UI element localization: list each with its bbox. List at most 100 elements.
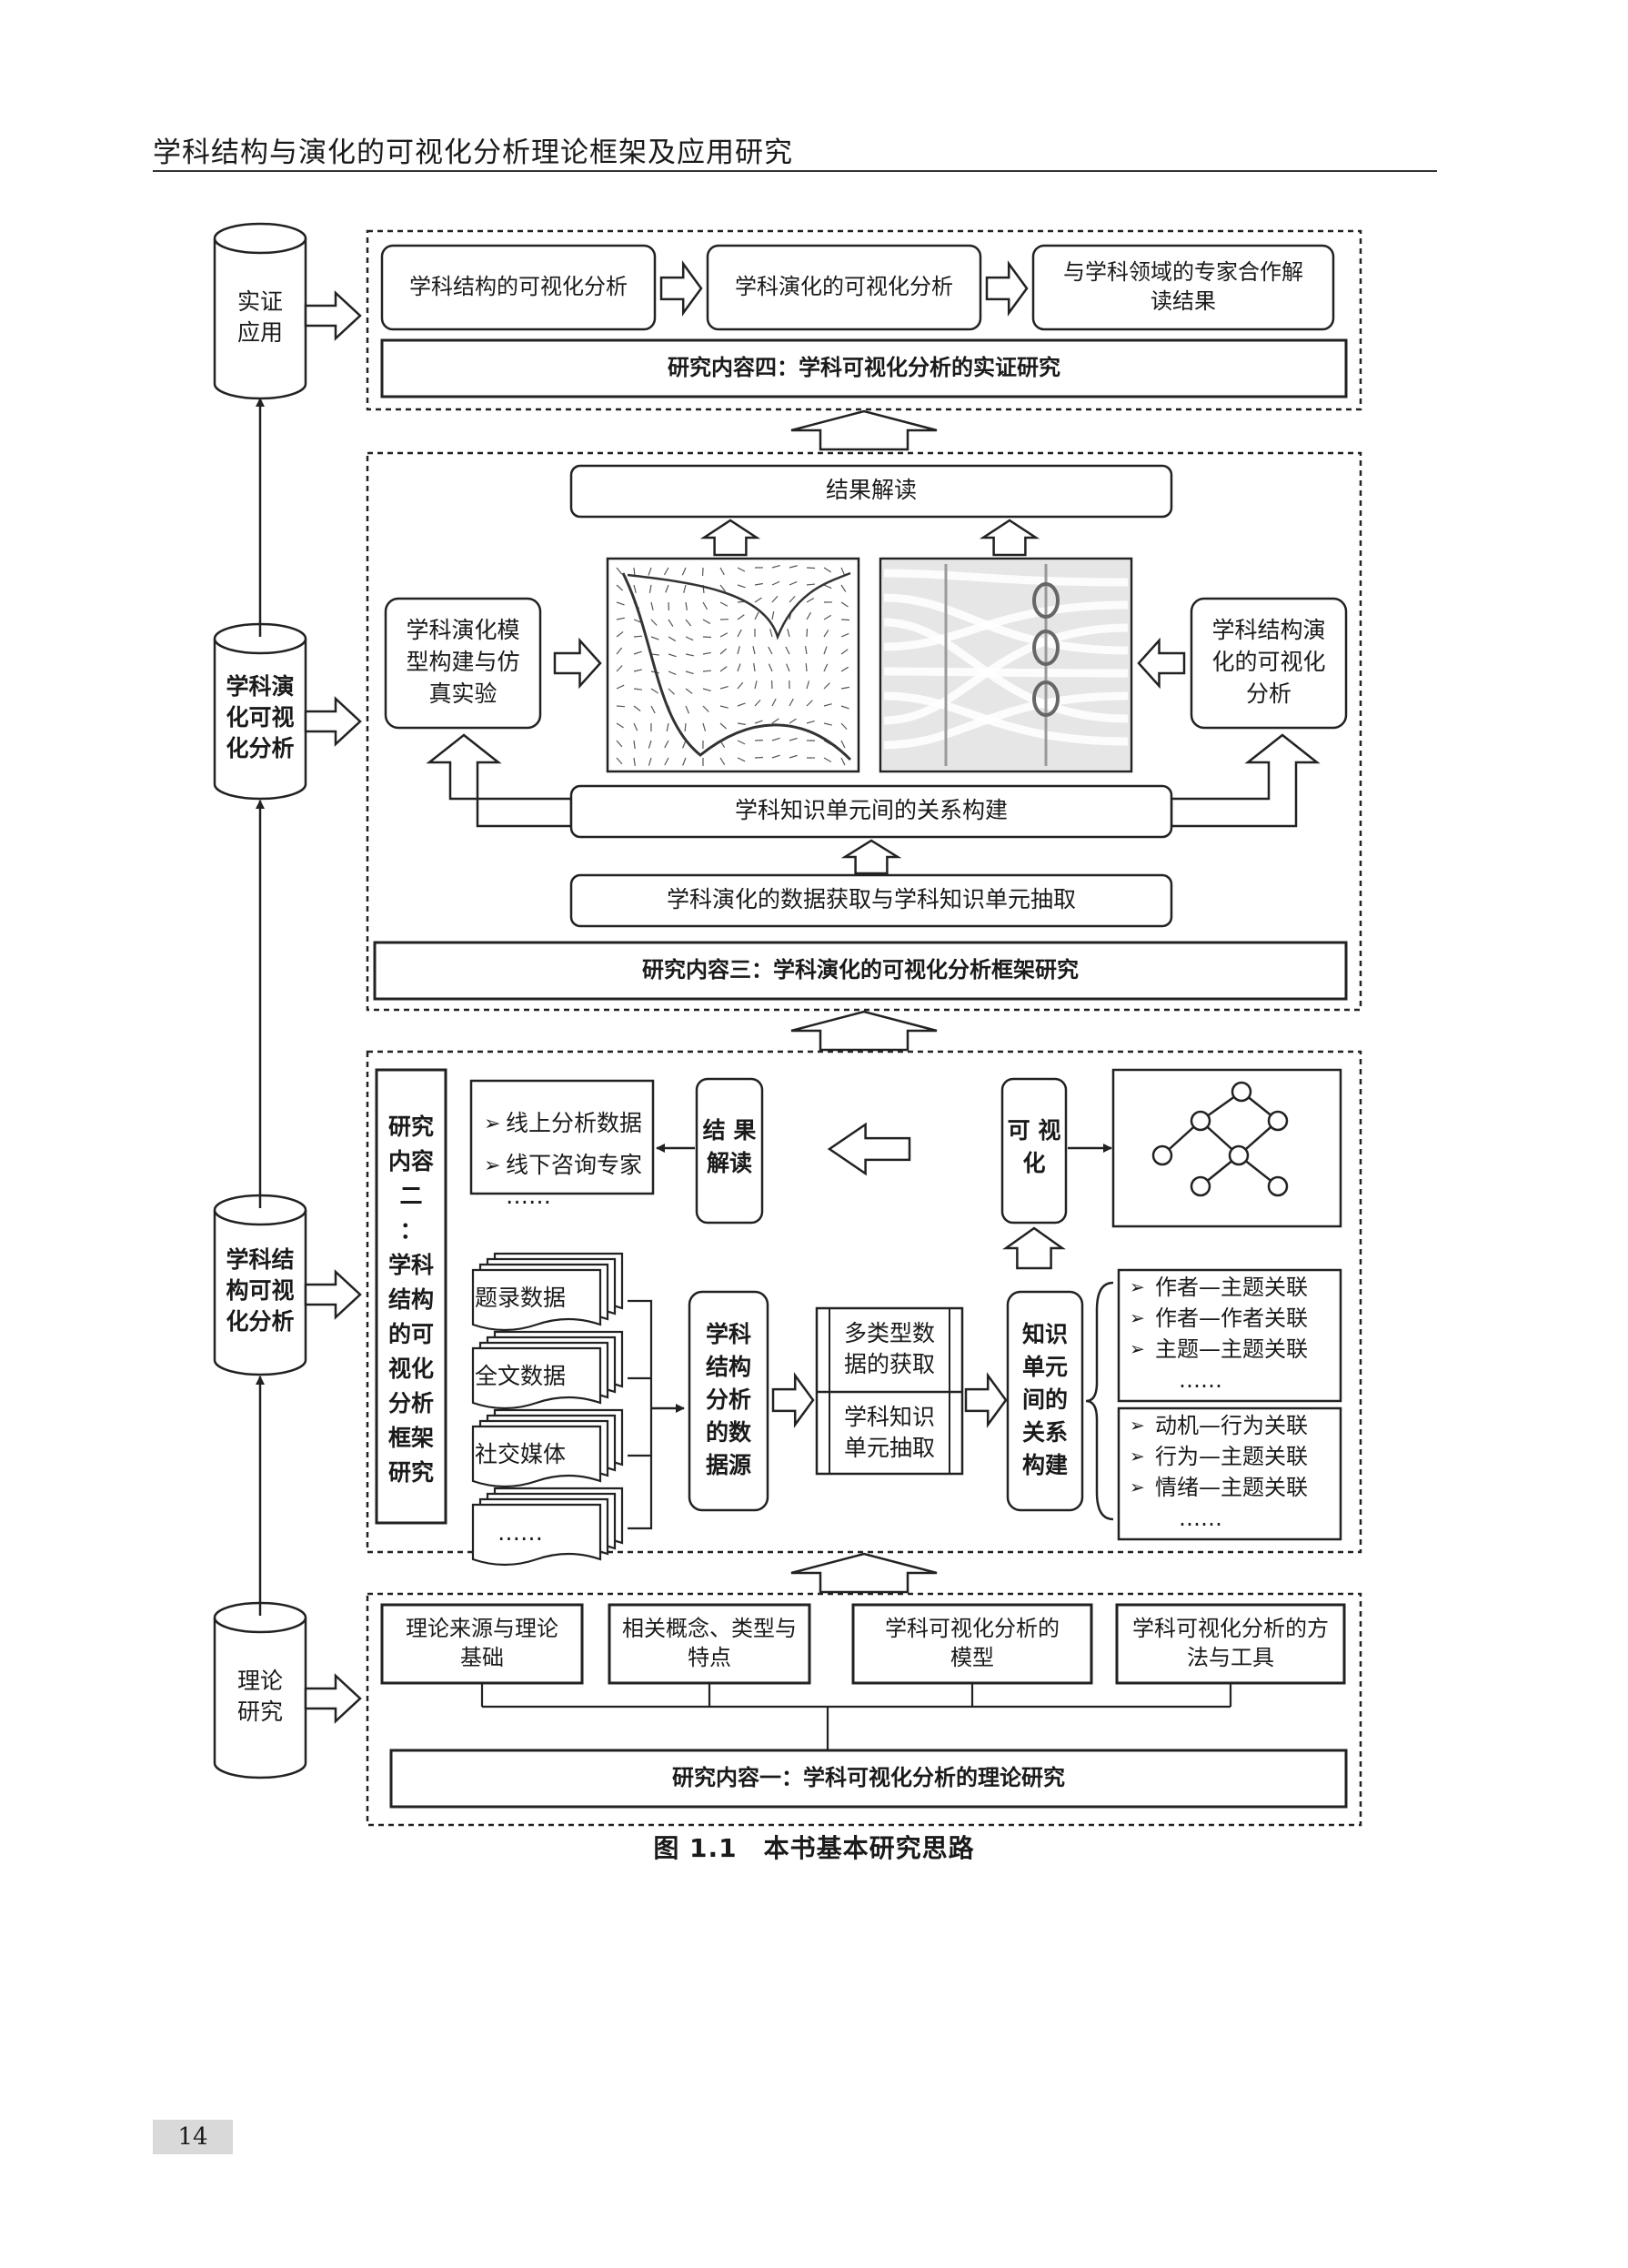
section3-side-label: 学科结构演 — [1211, 617, 1325, 643]
vector-field-mark — [668, 688, 675, 695]
vector-field-mark — [789, 698, 794, 707]
cylinder-label: 学科结 — [226, 1246, 294, 1273]
section2-source-label: 分析 — [706, 1386, 751, 1413]
vector-field-mark — [754, 611, 759, 620]
vector-field-mark — [633, 688, 642, 690]
relation-item: 主题—主题关联 — [1155, 1336, 1308, 1362]
vector-field-mark — [685, 688, 693, 694]
vector-field-mark — [789, 565, 798, 569]
section4-step — [706, 244, 982, 331]
section3-result-box — [569, 464, 1173, 519]
vector-field-mark — [840, 649, 849, 655]
vector-field-mark — [823, 703, 832, 707]
relation-item: …… — [1179, 1367, 1222, 1393]
vector-field-mark — [684, 722, 687, 732]
vector-field-mark — [753, 663, 756, 672]
vector-field-mark — [702, 601, 708, 610]
vector-field-mark — [771, 754, 780, 759]
vector-field-mark — [719, 648, 728, 655]
vector-field-mark — [719, 722, 728, 730]
section4-arrow — [659, 260, 703, 317]
section1-item-label: 相关概念、类型与 — [622, 1616, 797, 1641]
vector-field-mark — [737, 722, 746, 725]
vector-field-mark — [616, 584, 624, 591]
tree-graph-panel — [1111, 1068, 1342, 1228]
vector-field-mark — [702, 670, 712, 672]
section2-side-title: ： — [399, 1217, 422, 1244]
vector-field-mark — [719, 601, 729, 607]
vector-field-mark — [840, 666, 849, 672]
bullet-arrow-icon: ➢ — [1130, 1415, 1145, 1436]
section3-arrow — [553, 637, 602, 690]
vector-field-mark — [840, 686, 849, 690]
vector-field-mark — [719, 632, 729, 638]
section2-side-title: 的可 — [388, 1321, 434, 1347]
vector-field-mark — [702, 651, 711, 655]
vector-field-mark — [633, 757, 636, 766]
bullet-arrow-icon: ➢ — [484, 1154, 500, 1177]
vector-field-mark — [823, 614, 832, 620]
vector-field-mark — [633, 722, 638, 731]
relation-item: 情绪—主题关联 — [1155, 1475, 1308, 1500]
vector-field-mark — [806, 700, 813, 707]
vector-field-mark — [682, 757, 687, 766]
vector-field-mark — [806, 598, 815, 603]
cylinder-label: 理论 — [237, 1668, 283, 1694]
section2-vis-label: 可 视 — [1008, 1117, 1061, 1144]
relation-item: …… — [1179, 1506, 1222, 1531]
section2-extract-label: 学科知识 — [844, 1404, 935, 1430]
tree-graph-node — [1267, 1175, 1289, 1197]
vector-field-mark — [702, 722, 707, 731]
vector-field-mark — [752, 646, 756, 655]
section2-side-title: 研究 — [388, 1459, 434, 1486]
vector-field-mark — [737, 567, 746, 572]
vector-field-mark — [685, 601, 688, 610]
section3-title-bar — [373, 941, 1348, 1001]
vector-field-mark — [804, 646, 808, 655]
vector-field-mark — [668, 636, 677, 642]
vector-field-mark — [650, 619, 658, 626]
section3-side-label: 分析 — [1246, 680, 1291, 707]
relations-box-a — [1117, 1268, 1342, 1403]
tree-graph-node — [1267, 1110, 1289, 1132]
running-head: 学科结构与演化的可视化分析理论框架及应用研究 — [153, 136, 793, 169]
source-label: …… — [497, 1519, 543, 1546]
stream-graph-flow — [883, 667, 1129, 678]
vector-field-mark — [805, 662, 808, 672]
relation-item: 行为—主题关联 — [1155, 1444, 1308, 1469]
vector-field-mark — [719, 567, 725, 576]
bullet-arrow-icon: ➢ — [1130, 1446, 1145, 1467]
section2-side-title: 框架 — [388, 1425, 434, 1451]
vector-field-mark — [633, 635, 643, 638]
source-doc-stack-sheet — [471, 1503, 602, 1567]
section3-side-box — [384, 597, 542, 730]
vector-field-mark — [685, 705, 690, 714]
section1-item-label: 理论来源与理论 — [406, 1616, 558, 1641]
vector-field-mark — [633, 650, 642, 655]
section2-side-title: 内容 — [388, 1148, 434, 1174]
vector-field-mark — [702, 705, 709, 712]
section1-item-label: 基础 — [460, 1645, 504, 1670]
source-label: 全文数据 — [475, 1363, 566, 1389]
vector-field-mark — [648, 740, 652, 749]
stream-graph-node — [1032, 680, 1060, 717]
vector-field-mark — [668, 653, 677, 658]
cylinder-label: 研究 — [237, 1698, 283, 1725]
vector-field-mark — [823, 682, 830, 690]
section3-result-label: 结果解读 — [826, 477, 917, 503]
section2-vis-label: 化 — [1022, 1150, 1045, 1176]
section2-arrow-block — [771, 1372, 815, 1428]
vector-field-mark — [616, 740, 623, 748]
vector-field-mark — [633, 584, 637, 593]
vector-field-mark — [754, 597, 762, 603]
vector-field-mark — [683, 584, 687, 593]
vector-field-mark — [840, 722, 848, 731]
section4-step-label: 学科演化的可视化分析 — [735, 274, 953, 299]
vector-field-mark — [840, 705, 849, 710]
cylinder-label: 学科演 — [226, 673, 294, 700]
vector-field-mark — [633, 669, 642, 672]
tree-graph-node — [1151, 1144, 1173, 1166]
vector-field-mark — [840, 601, 849, 608]
cylinder-3 — [213, 1618, 307, 1779]
header-rule — [153, 170, 1437, 172]
